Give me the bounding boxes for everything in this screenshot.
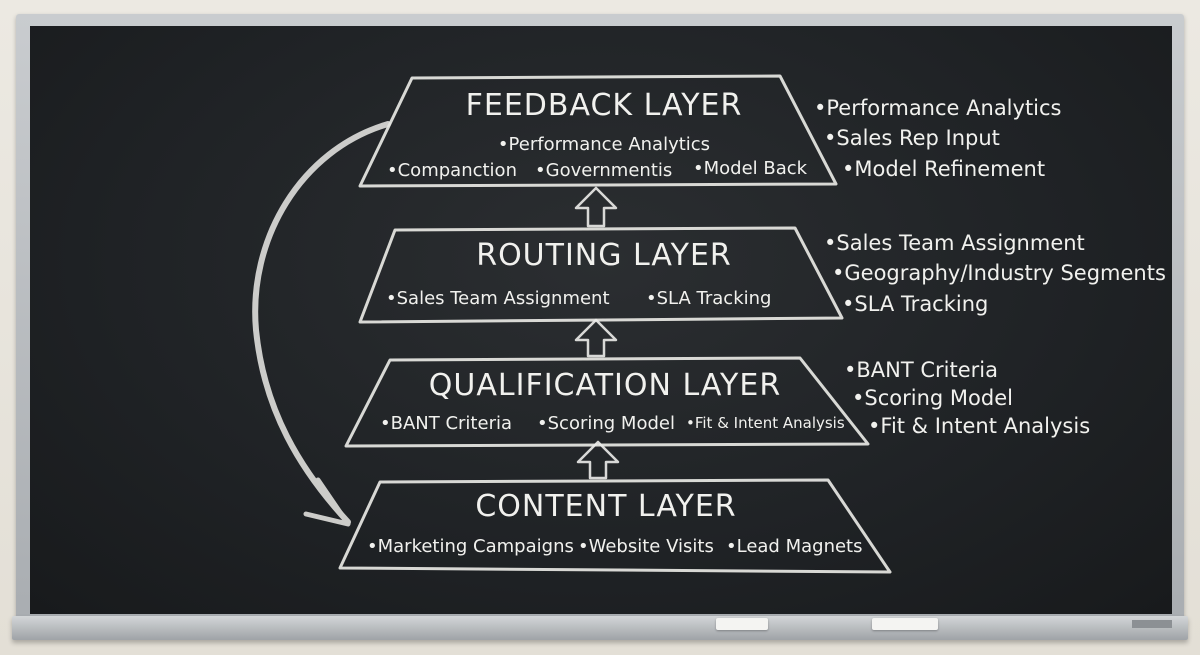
feedback-side-note-2: •Sales Rep Input <box>824 126 1000 150</box>
eraser-right <box>872 618 938 630</box>
routing-side-note-1: •Sales Team Assignment <box>824 231 1085 255</box>
feedback-loop-arrow <box>252 121 391 527</box>
feedback-layer-bullet-1: •Companction <box>387 160 517 181</box>
chalk-tray <box>12 616 1188 640</box>
up-arrow-icon-1 <box>574 186 618 228</box>
qualification-side-note-1: •BANT Criteria <box>844 358 998 382</box>
tray-label-plate <box>1132 620 1172 628</box>
qualification-layer-bullet-1: •BANT Criteria <box>380 413 512 434</box>
routing-layer-title: ROUTING LAYER <box>476 238 732 273</box>
content-layer-bullet-1: •Marketing Campaigns <box>367 536 574 557</box>
routing-side-note-3: •SLA Tracking <box>842 292 988 316</box>
qualification-layer-title: QUALIFICATION LAYER <box>429 368 781 403</box>
feedback-loop-arrowhead-icon <box>303 477 351 527</box>
feedback-layer-bullet-2: •Governmentis <box>535 160 672 181</box>
qualification-layer: QUALIFICATION LAYER •BANT Criteria •Scor… <box>344 356 1090 448</box>
qualification-layer-outline <box>344 356 870 448</box>
routing-layer-bullet-1: •Sales Team Assignment <box>386 288 610 309</box>
feedback-side-note-3: •Model Refinement <box>842 157 1045 181</box>
feedback-layer-title: FEEDBACK LAYER <box>466 88 743 123</box>
eraser-left <box>716 618 768 630</box>
qualification-layer-bullet-2: •Scoring Model <box>537 413 675 434</box>
feedback-side-note-1: •Performance Analytics <box>814 96 1062 120</box>
content-layer-title: CONTENT LAYER <box>475 489 736 524</box>
routing-layer: ROUTING LAYER •Sales Team Assignment •SL… <box>358 226 1166 324</box>
routing-layer-bullet-2: •SLA Tracking <box>646 288 771 309</box>
qualification-layer-bullet-3: •Fit & Intent Analysis <box>686 414 845 432</box>
routing-layer-outline <box>358 226 844 324</box>
content-layer-bullet-2: •Website Visits <box>578 536 714 557</box>
feedback-layer-bullet-3: •Model Back <box>693 158 808 179</box>
feedback-layer-bullet-top: •Performance Analytics <box>498 134 710 155</box>
content-layer-outline <box>338 478 892 574</box>
up-arrow-icon-3 <box>576 440 620 480</box>
qualification-side-note-2: •Scoring Model <box>852 386 1013 410</box>
feedback-layer: FEEDBACK LAYER •Performance Analytics •C… <box>358 74 1062 188</box>
content-layer: CONTENT LAYER •Marketing Campaigns •Webs… <box>338 478 892 574</box>
content-layer-bullet-3: •Lead Magnets <box>726 536 863 557</box>
routing-side-note-2: •Geography/Industry Segments <box>832 261 1166 285</box>
feedback-layer-outline <box>358 74 838 188</box>
feedback-loop-curve <box>252 121 391 525</box>
qualification-side-note-3: •Fit & Intent Analysis <box>868 414 1090 438</box>
up-arrow-icon-2 <box>574 318 618 358</box>
